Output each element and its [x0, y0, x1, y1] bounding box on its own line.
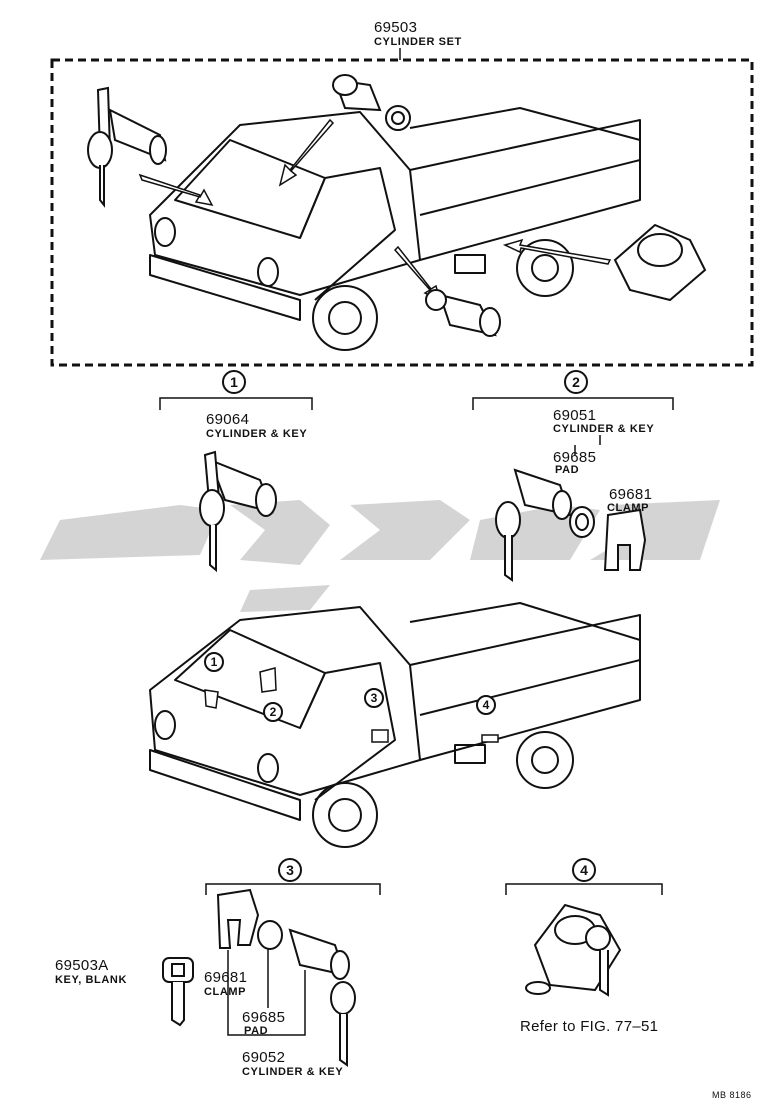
group4-marker: 4 — [572, 858, 596, 882]
group3-leader — [227, 950, 306, 1036]
group2-clamp-part-number: 69681 — [609, 486, 653, 503]
truck-marker-2: 2 — [263, 702, 283, 722]
bracket-group1 — [159, 397, 313, 410]
top-set-description: CYLINDER SET — [374, 36, 462, 48]
group3-clamp-description: CLAMP — [204, 986, 247, 998]
group2-assembly-part-number: 69051 — [553, 407, 597, 424]
group3-pad-part-number: 69685 — [242, 1009, 286, 1026]
group3-clamp-part-number: 69681 — [204, 969, 248, 986]
truck-marker-1: 1 — [204, 652, 224, 672]
watermark-logo — [40, 500, 720, 612]
truck-marker-4: 4 — [476, 695, 496, 715]
truck-locks-middle — [204, 667, 499, 743]
group3-assembly-description: CYLINDER & KEY — [242, 1066, 344, 1078]
cylinder-set-frame — [50, 58, 754, 367]
group3-marker: 3 — [278, 858, 302, 882]
truck-marker-3: 3 — [364, 688, 384, 708]
blank-key — [162, 957, 194, 1027]
bracket-group2 — [472, 397, 674, 410]
group4-reference-note: Refer to FIG. 77–51 — [520, 1018, 659, 1035]
group2-parts — [495, 468, 647, 582]
group1-description: CYLINDER & KEY — [206, 428, 308, 440]
drawing-code: MB 8186 — [712, 1090, 752, 1100]
blank-key-part-number: 69503A — [55, 957, 109, 974]
truck-illustration-top — [149, 107, 641, 351]
group3-assembly-part-number: 69052 — [242, 1049, 286, 1066]
group4-fuel-cap — [525, 903, 622, 997]
top-set-part-number: 69503 — [374, 19, 418, 36]
group1-marker: 1 — [222, 370, 246, 394]
group3-parts — [216, 888, 356, 1067]
truck-illustration-middle — [149, 602, 641, 848]
group2-pad-description: PAD — [555, 464, 580, 476]
bracket-group4 — [505, 883, 663, 895]
group1-part-number: 69064 — [206, 411, 250, 428]
group2-assembly-description: CYLINDER & KEY — [553, 423, 655, 435]
group3-pad-description: PAD — [244, 1025, 269, 1037]
group2-pad-part-number: 69685 — [553, 449, 597, 466]
top-parts — [87, 74, 707, 337]
blank-key-description: KEY, BLANK — [55, 974, 128, 986]
group1-cylinder-key — [199, 450, 277, 573]
bracket-group3 — [205, 883, 381, 895]
group2-marker: 2 — [564, 370, 588, 394]
group2-clamp-description: CLAMP — [607, 502, 650, 514]
